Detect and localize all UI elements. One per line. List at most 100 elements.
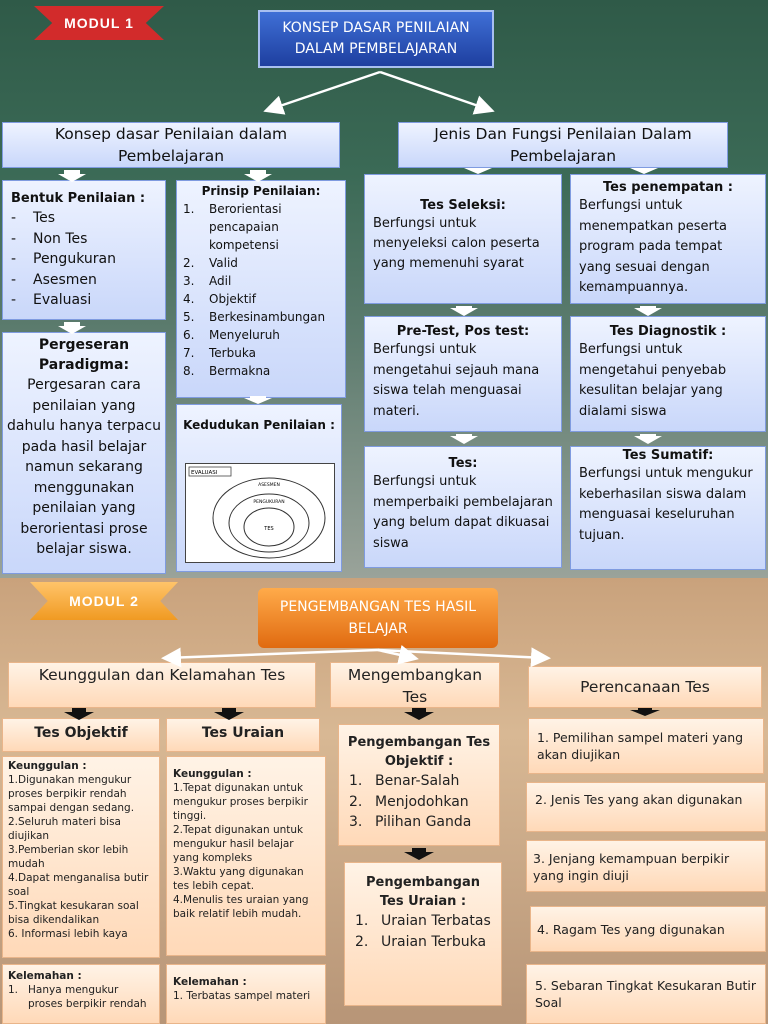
jenis-header: Jenis Dan Fungsi Penilaian Dalam Pembela…	[398, 122, 728, 168]
jenis-header-text: Jenis Dan Fungsi Penilaian Dalam Pembela…	[434, 125, 692, 165]
bentuk-penilaian-box: Bentuk Penilaian : Tes Non Tes Pengukura…	[2, 180, 166, 320]
perencanaan-item-1: 1. Pemilihan sampel materi yang akan diu…	[528, 718, 764, 774]
modul2-banner: MODUL 2	[30, 582, 178, 620]
pengembangan-uraian-box: Pengembangan Tes Uraian : 1.Uraian Terba…	[344, 862, 502, 1006]
pretest-title: Pre-Test, Pos test:	[396, 324, 530, 339]
list-item: Pengukuran	[11, 249, 157, 270]
prinsip-penilaian-box: Prinsip Penilaian: 1.Berorientasi pencap…	[176, 180, 346, 398]
tes-sumatif-box: Tes Sumatif: Berfungsi untuk mengukur ke…	[570, 446, 766, 570]
modul2-banner-label: MODUL 2	[69, 593, 139, 609]
tes-seleksi-text: Berfungsi untuk menyeleksi calon peserta…	[373, 216, 540, 271]
objektif-keunggulan-label: Keunggulan :	[8, 760, 87, 772]
pengembangan-objektif-list: 1.Benar-Salah 2.Menjodohkan 3.Pilihan Ga…	[347, 771, 491, 833]
uraian-keunggulan-label: Keunggulan :	[173, 768, 252, 780]
bentuk-penilaian-title: Bentuk Penilaian :	[11, 191, 146, 206]
modul1-section: MODUL 1 KONSEP DASAR PENILAIAN DALAM PEM…	[0, 0, 768, 578]
list-item: 4.Menulis tes uraian yang baik relatif l…	[173, 894, 309, 920]
list-item: 1.Uraian Terbatas	[355, 913, 491, 929]
tes-uraian-title: Tes Uraian	[201, 725, 285, 741]
list-item: 3.Adil	[183, 274, 232, 288]
pengembangan-uraian-list: 1.Uraian Terbatas 2.Uraian Terbuka	[353, 911, 493, 952]
tes-sumatif-title: Tes Sumatif:	[622, 448, 714, 463]
modul2-title: PENGEMBANGAN TES HASIL BELAJAR	[258, 588, 498, 648]
list-item: Evaluasi	[11, 290, 157, 311]
modul1-title-text: KONSEP DASAR PENILAIAN DALAM PEMBELAJARA…	[282, 20, 470, 57]
pergeseran-paradigma-text: Pergesaran cara penilaian yang dahulu ha…	[7, 377, 161, 557]
list-item: 3.Waktu yang digunakan tes lebih cepat.	[173, 866, 304, 892]
pengukuran-label: PENGUKURAN	[253, 499, 284, 505]
list-item: 2.Valid	[183, 256, 238, 270]
perencanaan-item-4: 4. Ragam Tes yang digunakan	[530, 906, 766, 952]
tes-text: Berfungsi untuk memperbaiki pembelajaran…	[373, 474, 553, 551]
objektif-keunggulan-box: Keunggulan : 1.Digunakan mengukur proses…	[2, 756, 160, 958]
kedudukan-penilaian-box: Kedudukan Penilaian : EVALUASI ASESMEN P…	[176, 404, 342, 572]
list-item: 1.Berorientasi pencapaian kompetensi	[183, 202, 282, 252]
list-item: 2.Seluruh materi bisa diujikan	[8, 816, 121, 842]
pretest-box: Pre-Test, Pos test: Berfungsi untuk meng…	[364, 316, 562, 432]
objektif-kelemahan-label: Kelemahan :	[8, 970, 82, 982]
list-item: 7.Terbuka	[183, 346, 256, 360]
list-item: 1.Tepat digunakan untuk mengukur proses …	[173, 782, 308, 822]
uraian-kelemahan-box: Kelemahan : 1. Terbatas sampel materi	[166, 964, 326, 1024]
asesmen-label: ASESMEN	[258, 482, 280, 488]
prinsip-penilaian-title: Prinsip Penilaian:	[201, 184, 321, 198]
list-item: 5.Tingkat kesukaran soal bisa dikendalik…	[8, 900, 139, 926]
tes-diagnostik-box: Tes Diagnostik : Berfungsi untuk mengeta…	[570, 316, 766, 432]
evaluasi-label: EVALUASI	[191, 470, 218, 476]
list-item: 1.Benar-Salah	[349, 773, 460, 789]
keunggulan-header: Keunggulan dan Kelamahan Tes	[8, 662, 316, 708]
prinsip-penilaian-list: 1.Berorientasi pencapaian kompetensi 2.V…	[183, 200, 339, 380]
mengembangkan-header: Mengembangkan Tes	[330, 662, 500, 708]
list-item: 6. Informasi lebih kaya	[8, 928, 128, 940]
list-item: 2.Tepat digunakan untuk mengukur hasil b…	[173, 824, 304, 864]
konsep-header: Konsep dasar Penilaian dalam Pembelajara…	[2, 122, 340, 168]
tes-title: Tes:	[448, 456, 478, 471]
pergeseran-paradigma-box: Pergeseran Paradigma: Pergesaran cara pe…	[2, 332, 166, 574]
kedudukan-penilaian-title: Kedudukan Penilaian :	[183, 418, 335, 432]
list-item: 2.Uraian Terbuka	[355, 933, 487, 950]
tes-sumatif-text: Berfungsi untuk mengukur keberhasilan si…	[579, 466, 753, 543]
tes-diagnostik-text: Berfungsi untuk mengetahui penyebab kesu…	[579, 342, 727, 419]
pretest-text: Berfungsi untuk mengetahui sejauh mana s…	[373, 342, 540, 419]
perencanaan-header: Perencanaan Tes	[528, 666, 762, 708]
list-item: 3.Pemberian skor lebih mudah	[8, 844, 129, 870]
perencanaan-item-5: 5. Sebaran Tingkat Kesukaran Butir Soal	[526, 964, 766, 1024]
tes-penempatan-title: Tes penempatan :	[602, 180, 733, 195]
tes-objektif-title: Tes Objektif	[34, 725, 128, 741]
list-item: Asesmen	[11, 270, 157, 291]
uraian-keunggulan-box: Keunggulan : 1.Tepat digunakan untuk men…	[166, 756, 326, 956]
list-item: 1.Digunakan mengukur proses berpikir ren…	[8, 774, 135, 814]
list-item: 1. Terbatas sampel materi	[173, 990, 311, 1002]
uraian-kelemahan-label: Kelemahan :	[173, 976, 247, 988]
keunggulan-header-text: Keunggulan dan Kelamahan Tes	[38, 666, 286, 684]
list-item: 4.Dapat menganalisa butir soal	[8, 872, 149, 898]
mengembangkan-header-text: Mengembangkan Tes	[347, 666, 483, 706]
list-item: 8.Bermakna	[183, 364, 271, 378]
list-item: 6.Menyeluruh	[183, 328, 280, 342]
list-item: 4.Objektif	[183, 292, 256, 306]
pengembangan-objektif-title: Pengembangan Tes Objektif :	[347, 735, 491, 769]
pergeseran-paradigma-title: Pergeseran Paradigma:	[38, 337, 130, 373]
perencanaan-item-3: 3. Jenjang kemampuan berpikir yang ingin…	[526, 840, 766, 892]
list-item: 3.Pilihan Ganda	[349, 814, 472, 830]
list-item: 1.Hanya mengukur proses berpikir rendah	[8, 984, 147, 1010]
tes-objektif-header: Tes Objektif	[2, 718, 160, 752]
pengembangan-objektif-box: Pengembangan Tes Objektif : 1.Benar-Sala…	[338, 724, 500, 846]
perencanaan-item-2: 2. Jenis Tes yang akan digunakan	[526, 782, 766, 832]
tes-penempatan-box: Tes penempatan : Berfungsi untuk menempa…	[570, 174, 766, 304]
bentuk-penilaian-list: Tes Non Tes Pengukuran Asesmen Evaluasi	[11, 208, 157, 311]
tes-box: Tes: Berfungsi untuk memperbaiki pembela…	[364, 446, 562, 568]
objektif-kelemahan-box: Kelemahan : 1.Hanya mengukur proses berp…	[2, 964, 160, 1024]
tes-penempatan-text: Berfungsi untuk menempatkan peserta prog…	[579, 198, 727, 295]
perencanaan-header-text: Perencanaan Tes	[580, 678, 710, 696]
list-item: 2.Menjodohkan	[349, 793, 469, 810]
konsep-header-text: Konsep dasar Penilaian dalam Pembelajara…	[54, 125, 288, 165]
kedudukan-diagram: EVALUASI ASESMEN PENGUKURAN TES	[185, 463, 335, 563]
tes-uraian-header: Tes Uraian	[166, 718, 320, 752]
tes-seleksi-title: Tes Seleksi:	[420, 198, 506, 213]
tes-seleksi-box: Tes Seleksi: Berfungsi untuk menyeleksi …	[364, 174, 562, 304]
list-item: Non Tes	[11, 229, 157, 250]
list-item: 5.Berkesinambungan	[183, 310, 326, 324]
modul1-title: KONSEP DASAR PENILAIAN DALAM PEMBELAJARA…	[258, 10, 494, 68]
modul1-banner-label: MODUL 1	[64, 15, 134, 31]
